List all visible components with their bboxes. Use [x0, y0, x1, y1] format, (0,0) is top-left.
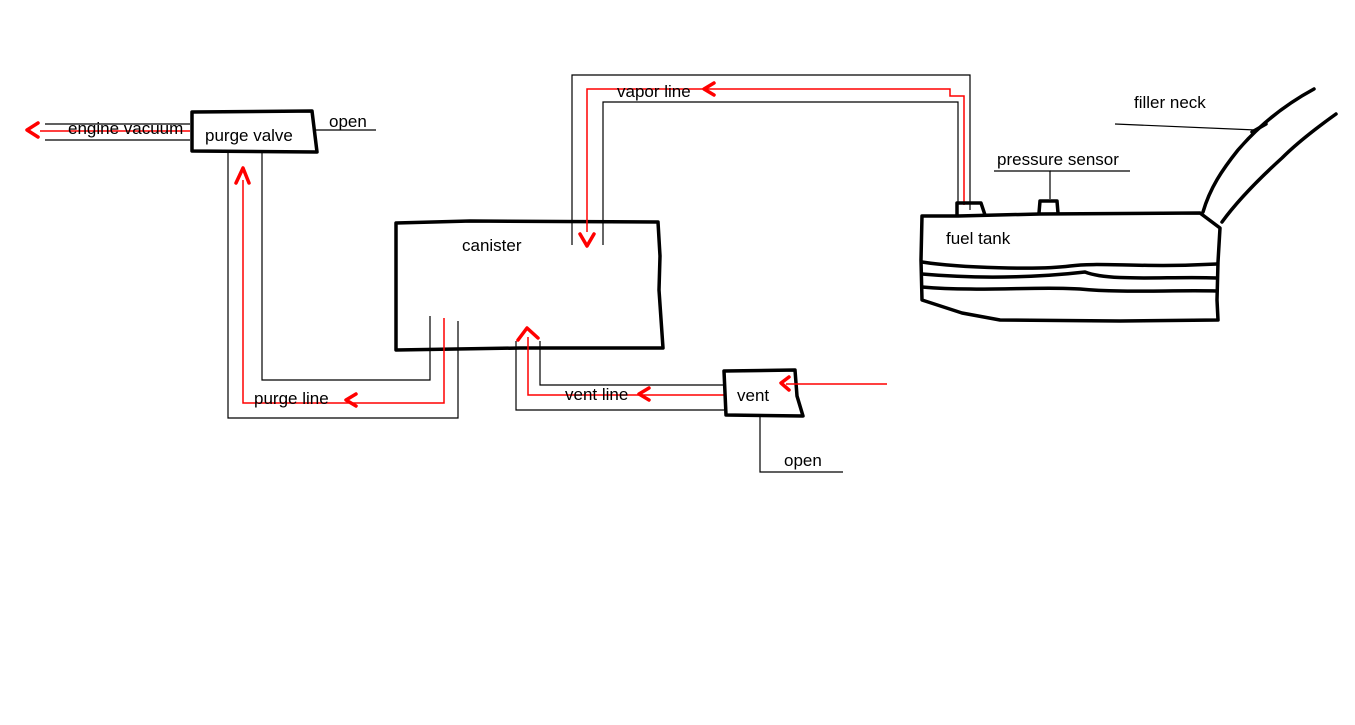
- purge-valve-box: [190, 109, 319, 154]
- vent-line-up-arrow: [516, 326, 540, 342]
- filler-neck-cap: [1250, 122, 1268, 134]
- canister-label: canister: [462, 236, 522, 255]
- fuel-level-lines: [920, 260, 1219, 293]
- tank-vapor-port: [955, 201, 987, 217]
- filler-neck-label: filler neck: [1134, 93, 1206, 112]
- purge-line: [227, 153, 459, 419]
- vent-line-left-arrow: [637, 386, 651, 402]
- purge-valve-open-label: open: [329, 112, 367, 131]
- vent-open-line: [759, 417, 843, 473]
- pressure-sensor-label: pressure sensor: [997, 150, 1119, 169]
- filler-neck: [1201, 87, 1338, 224]
- vent-box: [722, 368, 805, 418]
- vapor-line-down-arrow: [578, 232, 596, 248]
- pressure-sensor: [1037, 199, 1060, 215]
- purge-valve-label: purge valve: [205, 126, 293, 145]
- engine-vacuum-line: [40, 123, 190, 141]
- purge-line-left-arrow: [344, 392, 358, 408]
- vent-open-label: open: [784, 451, 822, 470]
- vapor-line-left-arrow: [702, 81, 716, 97]
- canister-box: [394, 219, 665, 352]
- engine-vacuum-arrow: [25, 121, 40, 139]
- vent-line: [515, 337, 724, 411]
- vent-inlet-arrow: [779, 375, 791, 392]
- fuel-tank-label: fuel tank: [946, 229, 1011, 248]
- engine-vacuum-label: engine vacuum: [68, 119, 183, 138]
- vapor-line: [571, 74, 971, 245]
- fuel-tank-body: [919, 211, 1222, 323]
- vent-label: vent: [737, 386, 769, 405]
- purge-line-label: purge line: [254, 389, 329, 408]
- pressure-sensor-leader: [994, 170, 1051, 199]
- vapor-line-label: vapor line: [617, 82, 691, 101]
- filler-neck-leader: [1114, 123, 1257, 131]
- vent-line-label: vent line: [565, 385, 628, 404]
- purge-line-up-arrow: [234, 166, 251, 185]
